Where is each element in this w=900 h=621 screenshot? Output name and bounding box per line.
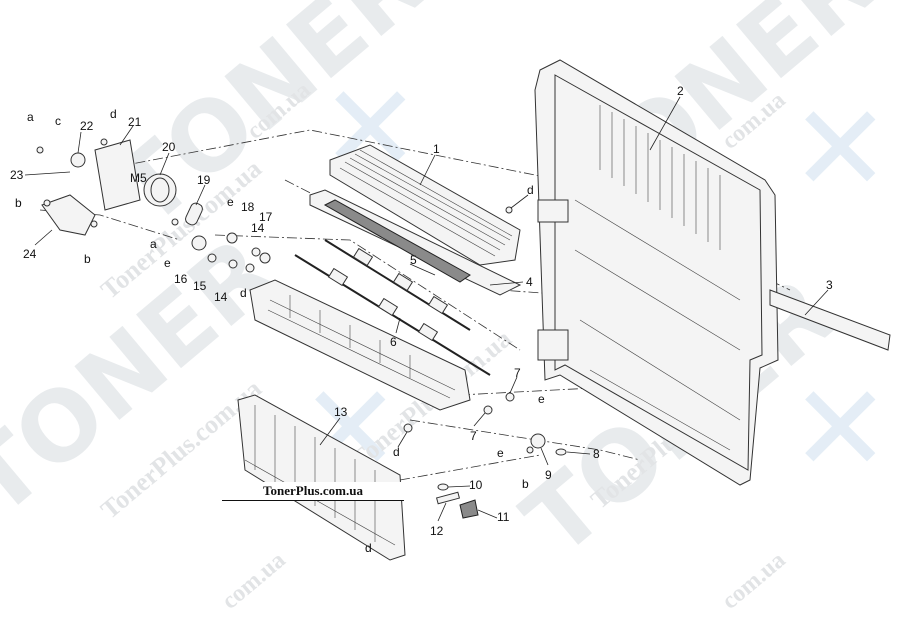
callout-20: 20 — [162, 140, 176, 154]
callout-13: 13 — [334, 405, 348, 419]
callout-labels: 1 2 3 4 5 6 7 7 8 9 10 11 12 13 14 14 15… — [10, 84, 833, 555]
screw — [505, 206, 513, 214]
upper-guide-plate — [329, 144, 521, 266]
callout-b: b — [84, 252, 91, 266]
e-ring-8 — [555, 448, 567, 456]
screw — [43, 199, 51, 207]
callout-19: 19 — [197, 173, 211, 187]
link-11 — [459, 499, 479, 519]
watermark-x-mark: ✕ — [790, 360, 891, 499]
gear-small — [226, 232, 238, 244]
bushing-7a — [505, 392, 515, 402]
drive-gear — [70, 152, 86, 168]
callout-9: 9 — [545, 468, 552, 482]
callout-a: a — [27, 110, 34, 124]
leader-lines — [24, 96, 829, 522]
callout-12: 12 — [430, 524, 444, 538]
callout-e: e — [227, 195, 234, 209]
rear-door-cover — [534, 59, 779, 486]
motor-bracket — [94, 139, 141, 211]
sleeve — [185, 202, 203, 226]
callout-e: e — [164, 256, 171, 270]
callout-d: d — [240, 286, 247, 300]
bushing-7b — [483, 405, 493, 415]
callout-1: 1 — [433, 142, 440, 156]
callout-8: 8 — [593, 447, 600, 461]
callout-c: c — [55, 114, 61, 128]
callout-d: d — [527, 183, 534, 197]
callout-d: d — [393, 445, 400, 459]
idler-gear — [191, 235, 207, 251]
transport-roller-shaft — [294, 254, 491, 376]
screw — [100, 138, 108, 146]
callout-14: 14 — [214, 290, 228, 304]
callout-10: 10 — [469, 478, 483, 492]
callout-5: 5 — [410, 253, 417, 267]
callout-11: 11 — [497, 510, 510, 524]
watermark-domain-fragment: com.ua — [717, 547, 790, 614]
callout-16: 16 — [174, 272, 188, 286]
cable-cover — [41, 194, 96, 236]
screw — [171, 218, 179, 226]
callout-d: d — [365, 541, 372, 555]
callout-18: 18 — [241, 200, 255, 214]
drive-assembly — [36, 138, 271, 273]
callout-21: 21 — [128, 115, 142, 129]
callout-a: a — [150, 237, 157, 251]
watermark-x-mark: ✕ — [790, 80, 891, 219]
callout-d: d — [110, 107, 117, 121]
callout-e: e — [497, 446, 504, 460]
callout-6: 6 — [390, 335, 397, 349]
callout-3: 3 — [826, 278, 833, 292]
callout-24: 24 — [23, 247, 37, 261]
callout-23: 23 — [10, 168, 24, 182]
lower-cover-panel — [237, 394, 406, 561]
callout-15: 15 — [193, 279, 207, 293]
lower-guide-strip — [309, 189, 522, 296]
small-parts-right — [403, 206, 567, 519]
bushing — [259, 252, 271, 264]
gear-9 — [530, 433, 546, 449]
callout-m5: M5 — [130, 171, 147, 185]
screw — [90, 220, 98, 228]
callout-14: 14 — [251, 221, 265, 235]
site-label: TonerPlus.com.ua — [222, 482, 404, 501]
callout-7: 7 — [470, 429, 477, 443]
callout-7: 7 — [514, 366, 521, 380]
bushing — [245, 263, 255, 273]
bushing — [228, 259, 238, 269]
callout-4: 4 — [526, 275, 533, 289]
callout-17: 17 — [259, 210, 273, 224]
callout-2: 2 — [677, 84, 684, 98]
callout-b: b — [15, 196, 22, 210]
motor-face — [150, 177, 170, 203]
long-rod — [769, 289, 891, 351]
callout-b: b — [522, 477, 529, 491]
washer-10 — [437, 483, 449, 491]
bushing — [251, 247, 261, 257]
shaft-12 — [435, 491, 461, 505]
screw — [36, 146, 44, 154]
callout-e: e — [538, 392, 545, 406]
screw — [526, 446, 534, 454]
callout-22: 22 — [80, 119, 94, 133]
screw — [403, 423, 413, 433]
feed-roller-shaft — [324, 239, 471, 331]
duplex-frame — [249, 279, 471, 411]
washer — [207, 253, 217, 263]
watermark-domain-fragment: com.ua — [217, 547, 290, 614]
